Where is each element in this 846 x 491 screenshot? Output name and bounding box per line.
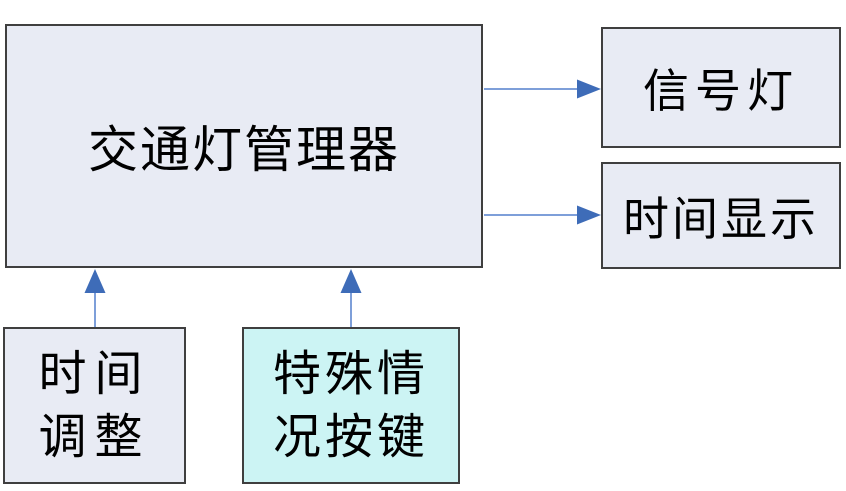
box-traffic-light-manager-label: 交通灯管理器	[88, 122, 400, 178]
box-signal-light-label: 信号灯	[643, 65, 799, 117]
box-special-situation-button: 特殊情 况按键	[242, 327, 460, 484]
arrow-manager-to-time-display	[484, 205, 601, 225]
box-signal-light: 信号灯	[601, 27, 841, 148]
box-traffic-light-manager: 交通灯管理器	[5, 24, 483, 268]
arrow-special-button-to-manager	[340, 269, 362, 327]
box-time-display-label: 时间显示	[623, 193, 819, 245]
box-time-adjust-label: 时间 调整	[38, 347, 151, 464]
arrow-time-adjust-to-manager	[84, 269, 106, 327]
arrow-manager-to-signal-light	[484, 79, 601, 99]
box-time-adjust: 时间 调整	[3, 327, 186, 484]
box-time-display: 时间显示	[601, 162, 841, 269]
box-special-situation-button-label: 特殊情 况按键	[272, 347, 429, 464]
